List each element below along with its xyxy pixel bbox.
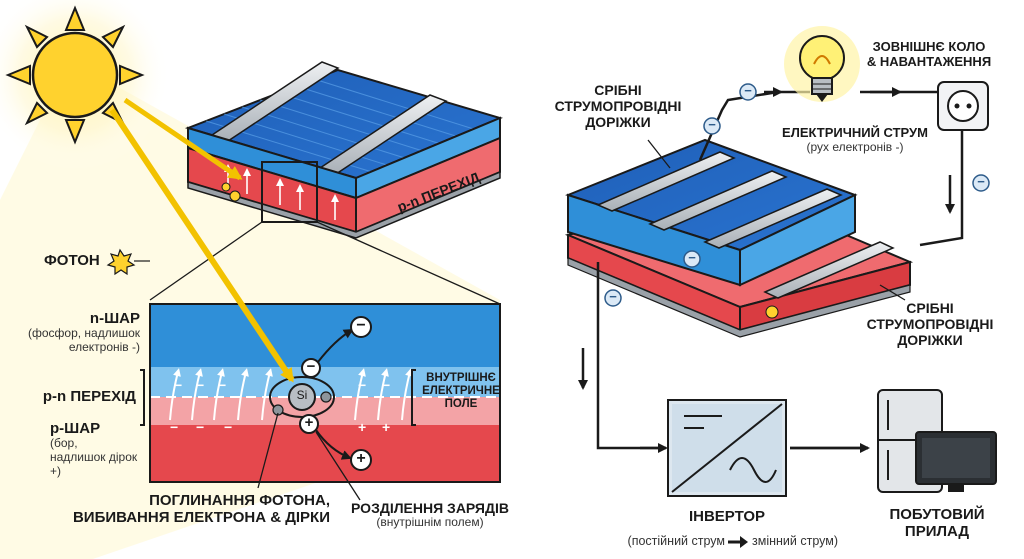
wire-electron-5: − bbox=[609, 289, 617, 304]
inverter-label: ІНВЕРТОР bbox=[688, 508, 766, 525]
light-bulb-icon bbox=[784, 26, 860, 102]
inverter-sub-b: змінний струм) bbox=[752, 534, 838, 548]
svg-text:−: − bbox=[174, 377, 182, 393]
zoom-lines bbox=[149, 221, 501, 305]
photon-arrow-top bbox=[123, 97, 243, 181]
inverter-icon bbox=[667, 399, 787, 497]
pn-junction-label: p-n ПЕРЕХІД bbox=[42, 388, 136, 405]
solar-panel-3d bbox=[564, 138, 914, 338]
photon-label: ФОТОН bbox=[44, 252, 100, 269]
p-layer-label: p-ШАР (бор, надлишок дірок +) bbox=[50, 420, 138, 478]
top-tracks-label: СРІБНІ СТРУМОПРОВІДНІ ДОРІЖКИ bbox=[554, 82, 682, 131]
circuit-arrows bbox=[578, 87, 955, 453]
appliance-icon bbox=[877, 389, 997, 493]
appliance-label: ПОБУТОВИЙ ПРИЛАД bbox=[889, 506, 985, 541]
hole-plus-symbol: + bbox=[304, 414, 314, 431]
svg-text:−: − bbox=[382, 377, 390, 393]
svg-text:+: + bbox=[358, 419, 366, 435]
inverter-sub-a: (постійний струм bbox=[627, 534, 725, 548]
photon-arrow bbox=[109, 108, 295, 383]
svg-text:−: − bbox=[196, 419, 204, 435]
separation-label: РОЗДІЛЕННЯ ЗАРЯДІВ (внутрішнім полем) bbox=[351, 500, 509, 530]
svg-text:+: + bbox=[382, 419, 390, 435]
n-layer-label: n-ШАР (фосфор, надлишок електронів -) bbox=[28, 310, 140, 355]
wire-electron-3: − bbox=[977, 174, 985, 189]
separated-hole-symbol: + bbox=[356, 450, 366, 467]
wire-electron-2: − bbox=[708, 117, 716, 132]
wire-electron-4: − bbox=[688, 250, 696, 265]
power-outlet-icon bbox=[937, 81, 989, 131]
field-bracket bbox=[411, 369, 416, 426]
silicon-symbol: Si bbox=[296, 388, 308, 402]
cross-section: −−− −− −−− ++ bbox=[149, 303, 501, 483]
absorption-label: ПОГЛИНАННЯ ФОТОНА, ВИБИВАННЯ ЕЛЕКТРОНА &… bbox=[72, 492, 330, 527]
separated-electron-symbol: − bbox=[356, 317, 366, 334]
svg-text:−: − bbox=[358, 377, 366, 393]
star-icon bbox=[106, 248, 136, 276]
svg-text:−: − bbox=[224, 419, 232, 435]
current-label: ЕЛЕКТРИЧНИЙ СТРУМ (рух електронів -) bbox=[782, 125, 928, 154]
electron-minus-symbol: − bbox=[306, 358, 316, 375]
wire-electron-1: − bbox=[744, 83, 752, 98]
svg-text:−: − bbox=[170, 419, 178, 435]
electron-markers bbox=[604, 83, 990, 307]
arrow-right-icon bbox=[728, 536, 748, 548]
external-circuit-label: ЗОВНІШНЄ КОЛО & НАВАНТАЖЕННЯ bbox=[866, 39, 992, 69]
bottom-tracks-label: СРІБНІ СТРУМОПРОВІДНІ ДОРІЖКИ bbox=[866, 300, 994, 349]
svg-text:−: − bbox=[196, 377, 204, 393]
svg-text:−: − bbox=[218, 377, 226, 393]
internal-field-label: ВНУТРІШНЄ ЕЛЕКТРИЧНЕ ПОЛЕ bbox=[422, 372, 500, 411]
